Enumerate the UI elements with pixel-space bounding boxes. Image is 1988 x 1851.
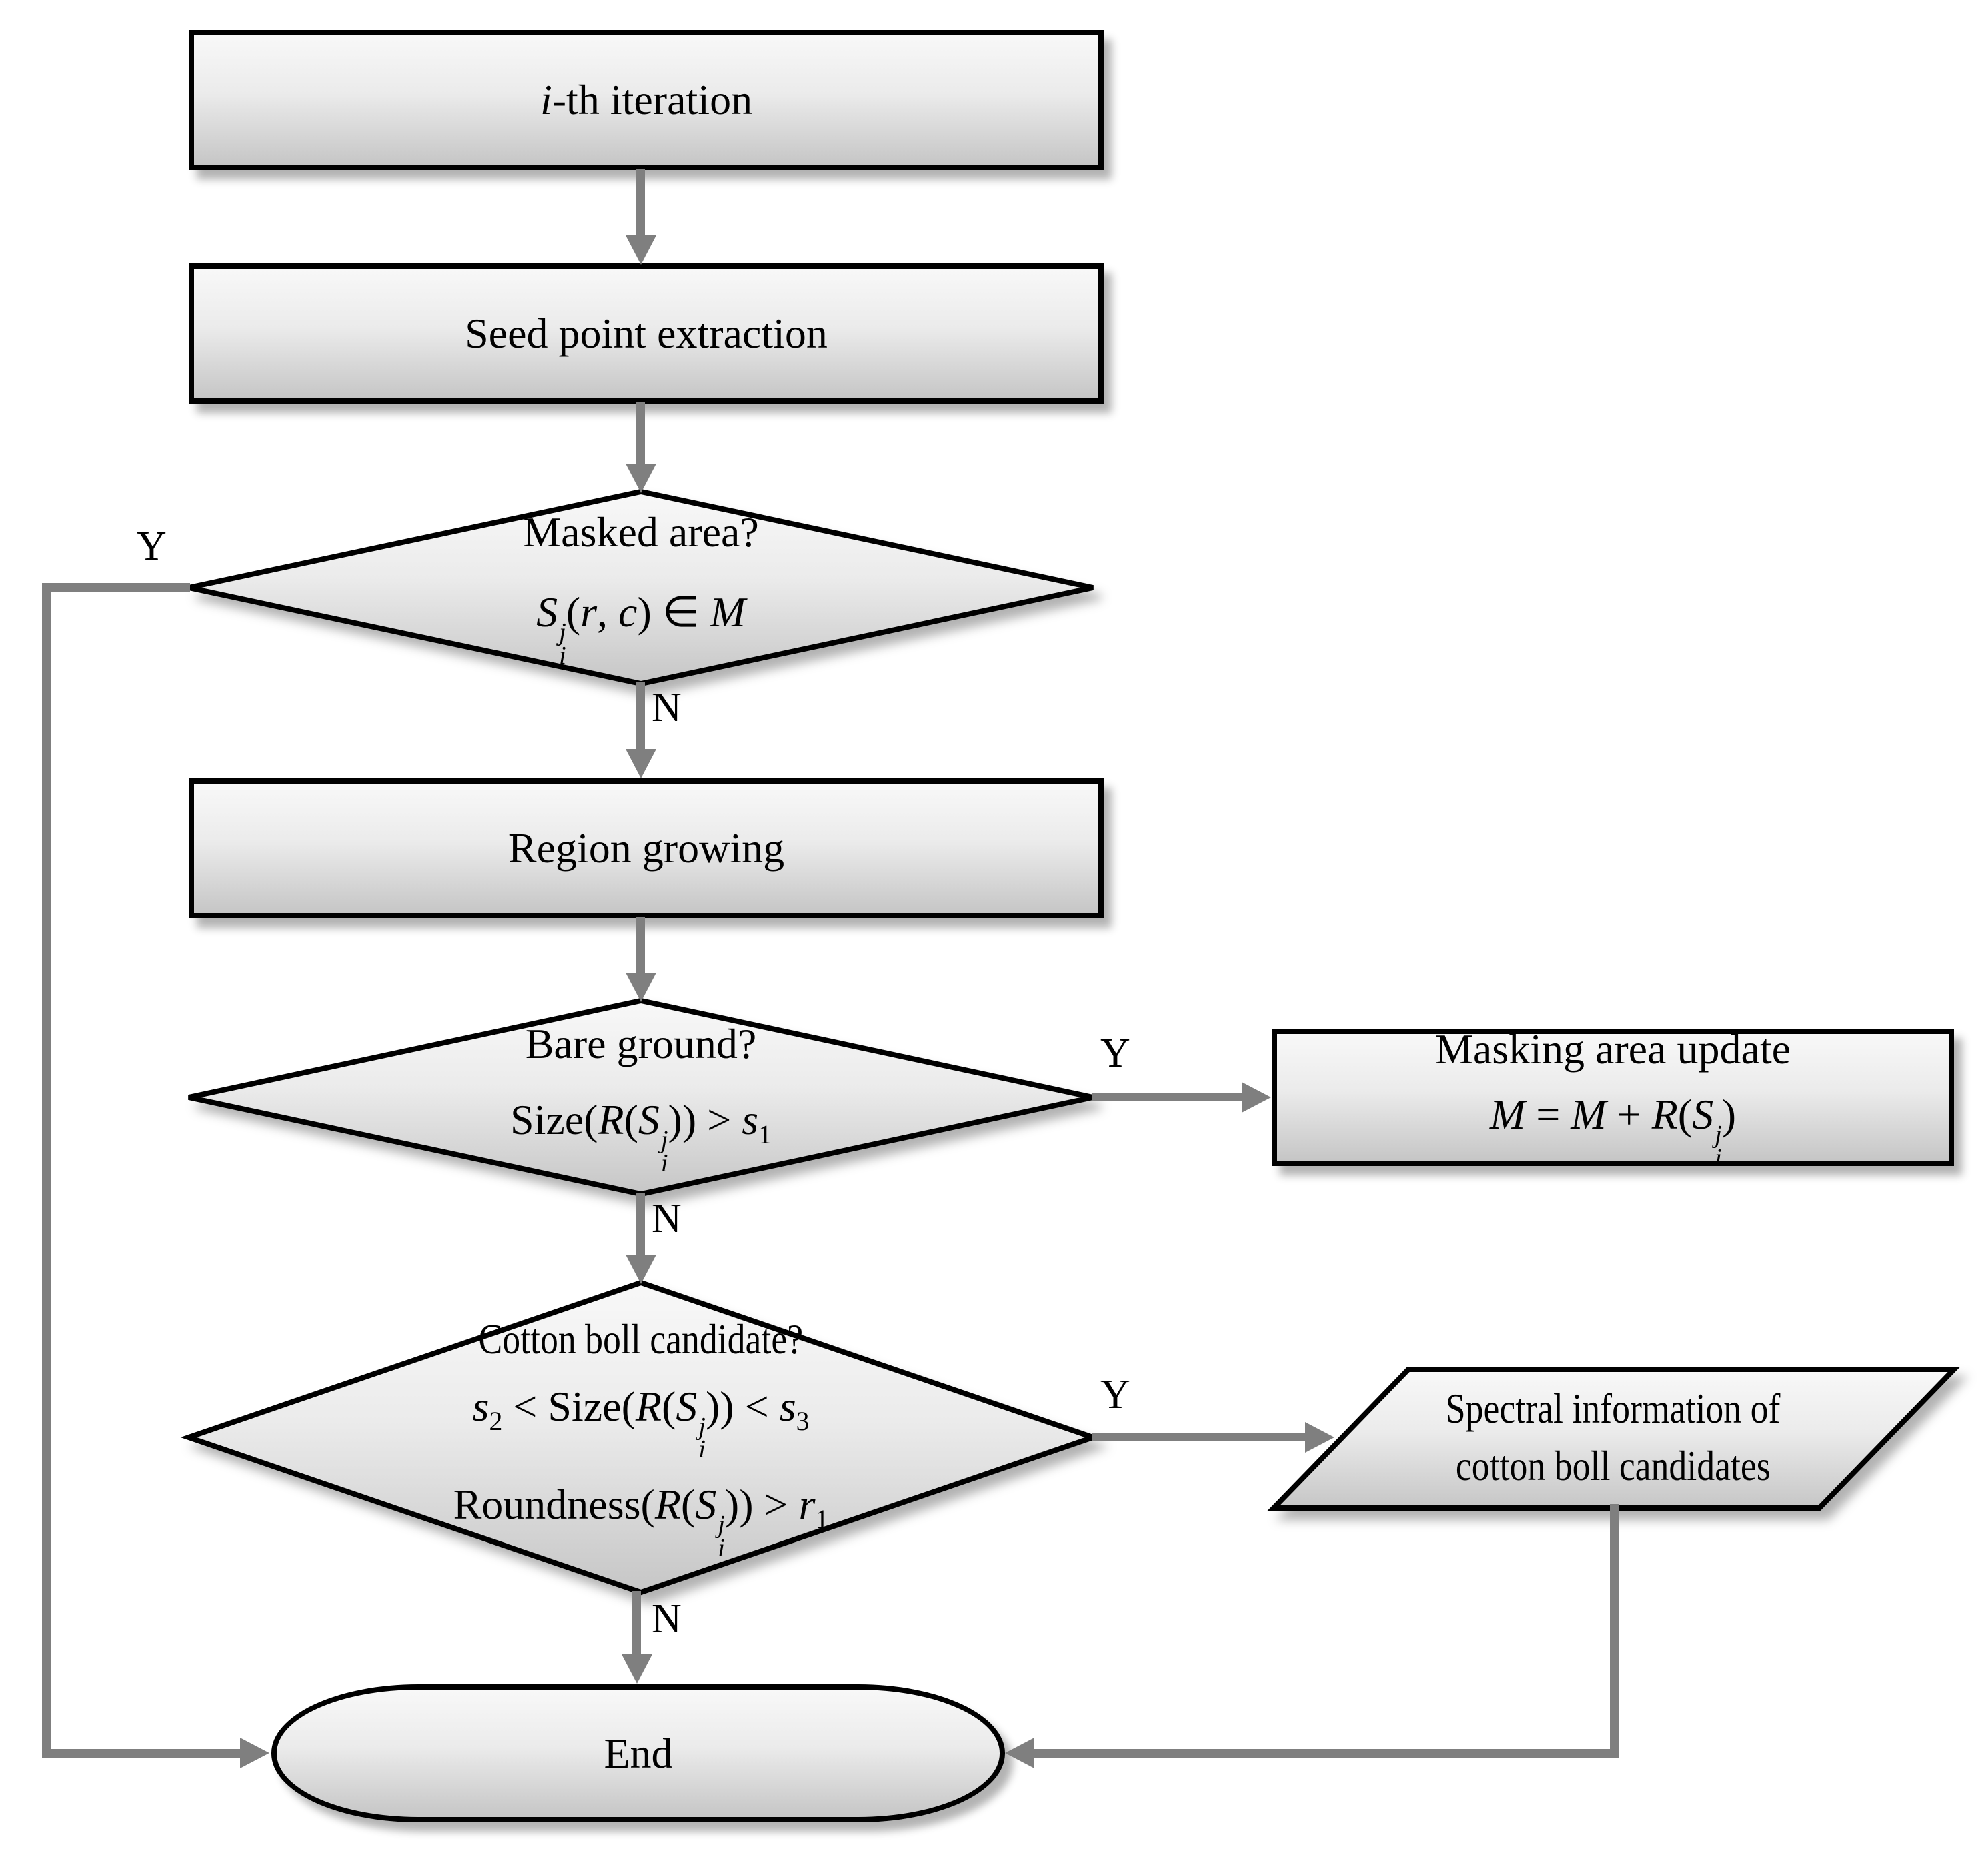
node-masking-update-title: Masking area update xyxy=(1434,1025,1791,1073)
edge-masked-end-bottom-line xyxy=(42,1749,241,1758)
node-region-growing: Region growing xyxy=(189,778,1104,918)
node-region-growing-label: Region growing xyxy=(508,824,785,872)
edge-candidate-spectral-arrowhead xyxy=(1305,1422,1334,1453)
node-end: End xyxy=(271,1684,1005,1822)
node-bare-ground-shape xyxy=(188,997,1094,1197)
edge-masked-end-top-line xyxy=(42,583,190,592)
edge-label-masked-no: N xyxy=(652,685,682,730)
edge-label-candidate-yes: Y xyxy=(1100,1372,1130,1417)
edge-candidate-end-arrowhead xyxy=(622,1654,652,1684)
edge-label-bare-yes: Y xyxy=(1100,1031,1130,1076)
edge-label-masked-yes: Y xyxy=(137,524,167,569)
edge-masked-end-vertical-line xyxy=(42,583,51,1758)
edge-candidate-end-line xyxy=(632,1591,641,1656)
edge-candidate-spectral-line xyxy=(1092,1433,1306,1441)
node-iteration-label: i-th iteration xyxy=(540,76,753,124)
edge-masked-end-arrowhead xyxy=(240,1738,269,1768)
node-spectral-info-shape xyxy=(1267,1367,1961,1511)
edge-label-bare-no: N xyxy=(652,1196,682,1241)
edge-masked-region-line xyxy=(636,682,645,750)
edge-spectral-end-arrowhead xyxy=(1005,1738,1034,1768)
node-masked-area-shape xyxy=(188,488,1094,687)
edge-region-bare-arrowhead xyxy=(626,973,656,1002)
edge-iteration-seed-line xyxy=(636,169,645,237)
edge-bare-masking-line xyxy=(1092,1093,1243,1101)
edge-bare-candidate-arrowhead xyxy=(626,1255,656,1284)
node-cotton-candidate-shape xyxy=(180,1279,1102,1596)
node-end-label: End xyxy=(604,1729,673,1777)
edge-spectral-end-bottom-line xyxy=(1034,1749,1619,1758)
edge-bare-candidate-line xyxy=(636,1193,645,1256)
edge-iteration-seed-arrowhead xyxy=(626,235,656,265)
edge-region-bare-line xyxy=(636,917,645,974)
edge-seed-masked-line xyxy=(636,402,645,465)
edge-bare-masking-arrowhead xyxy=(1242,1082,1271,1113)
edge-label-candidate-no: N xyxy=(652,1596,682,1642)
edge-seed-masked-arrowhead xyxy=(626,464,656,493)
node-iteration: i-th iteration xyxy=(189,30,1104,170)
node-seed-extraction: Seed point extraction xyxy=(189,263,1104,404)
edge-spectral-end-vertical-line xyxy=(1610,1504,1619,1758)
node-seed-extraction-label: Seed point extraction xyxy=(465,310,828,358)
edge-masked-region-arrowhead xyxy=(626,749,656,778)
